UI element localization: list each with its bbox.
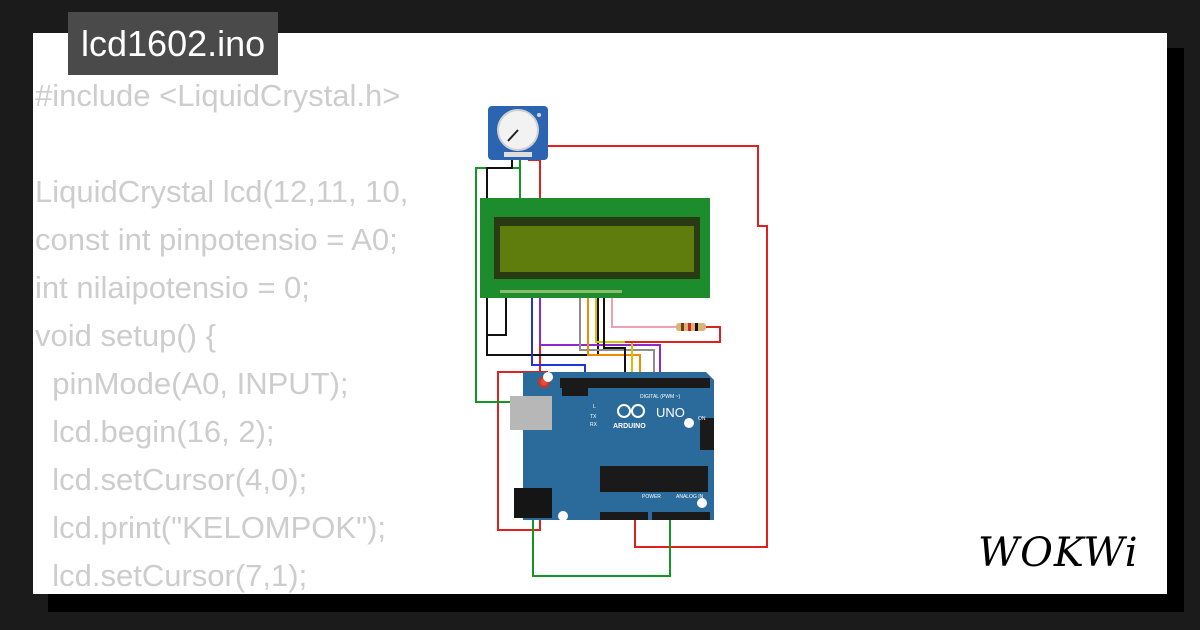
board-name: UNO	[656, 405, 685, 420]
arduino-logo-icon	[617, 404, 645, 418]
code-line: lcd.print("KELOMPOK");	[35, 510, 387, 545]
wire-red-vcc	[527, 145, 768, 548]
analog-label: ANALOG IN	[676, 494, 704, 500]
tx-label: TX	[590, 414, 597, 420]
lcd-1602[interactable]	[480, 198, 710, 298]
wire-yellow-d6	[595, 296, 633, 378]
on-label: ON	[698, 416, 706, 422]
wire-orange-d5	[587, 296, 641, 378]
potentiometer[interactable]	[488, 106, 548, 160]
arduino-uno[interactable]: UNO ARDUINO DIGITAL (PWM ~) POWER ANALOG…	[510, 372, 714, 521]
rx-label: RX	[590, 422, 598, 428]
wokwi-logo[interactable]: WOKWi	[976, 526, 1152, 578]
wire-black-rw	[488, 296, 507, 336]
l-label: L	[593, 404, 596, 410]
wire-blue-rs	[531, 296, 586, 378]
code-line: lcd.setCursor(4,0);	[35, 462, 308, 497]
code-line: const int pinpotensio = A0;	[35, 222, 398, 257]
code-line: LiquidCrystal lcd(12,11, 10,	[35, 174, 409, 209]
file-title[interactable]: lcd1602.ino	[68, 12, 279, 75]
wire-pink-led	[611, 296, 676, 328]
code-line: int nilaipotensio = 0;	[35, 270, 310, 305]
wire-black-d7	[603, 296, 626, 378]
power-label: POWER	[642, 494, 661, 500]
digital-label: DIGITAL (PWM ~)	[640, 394, 680, 400]
wire-red-backlight	[625, 326, 721, 343]
wokwi-logo-text: WOKWi	[978, 530, 1139, 576]
code-line: lcd.begin(16, 2);	[35, 414, 275, 449]
board-brand: ARDUINO	[613, 423, 646, 430]
code-line: pinMode(A0, INPUT);	[35, 366, 349, 401]
wire-grey-d4	[579, 296, 655, 378]
code-line: void setup() {	[35, 318, 216, 353]
wire-purple-en	[539, 296, 661, 378]
code-line: lcd.setCursor(7,1);	[35, 558, 308, 593]
code-line: #include <LiquidCrystal.h>	[35, 78, 401, 113]
lcd-pin-labels	[500, 290, 622, 293]
code-preview: #include <LiquidCrystal.h> LiquidCrystal …	[35, 72, 408, 600]
resistor[interactable]	[676, 323, 706, 331]
